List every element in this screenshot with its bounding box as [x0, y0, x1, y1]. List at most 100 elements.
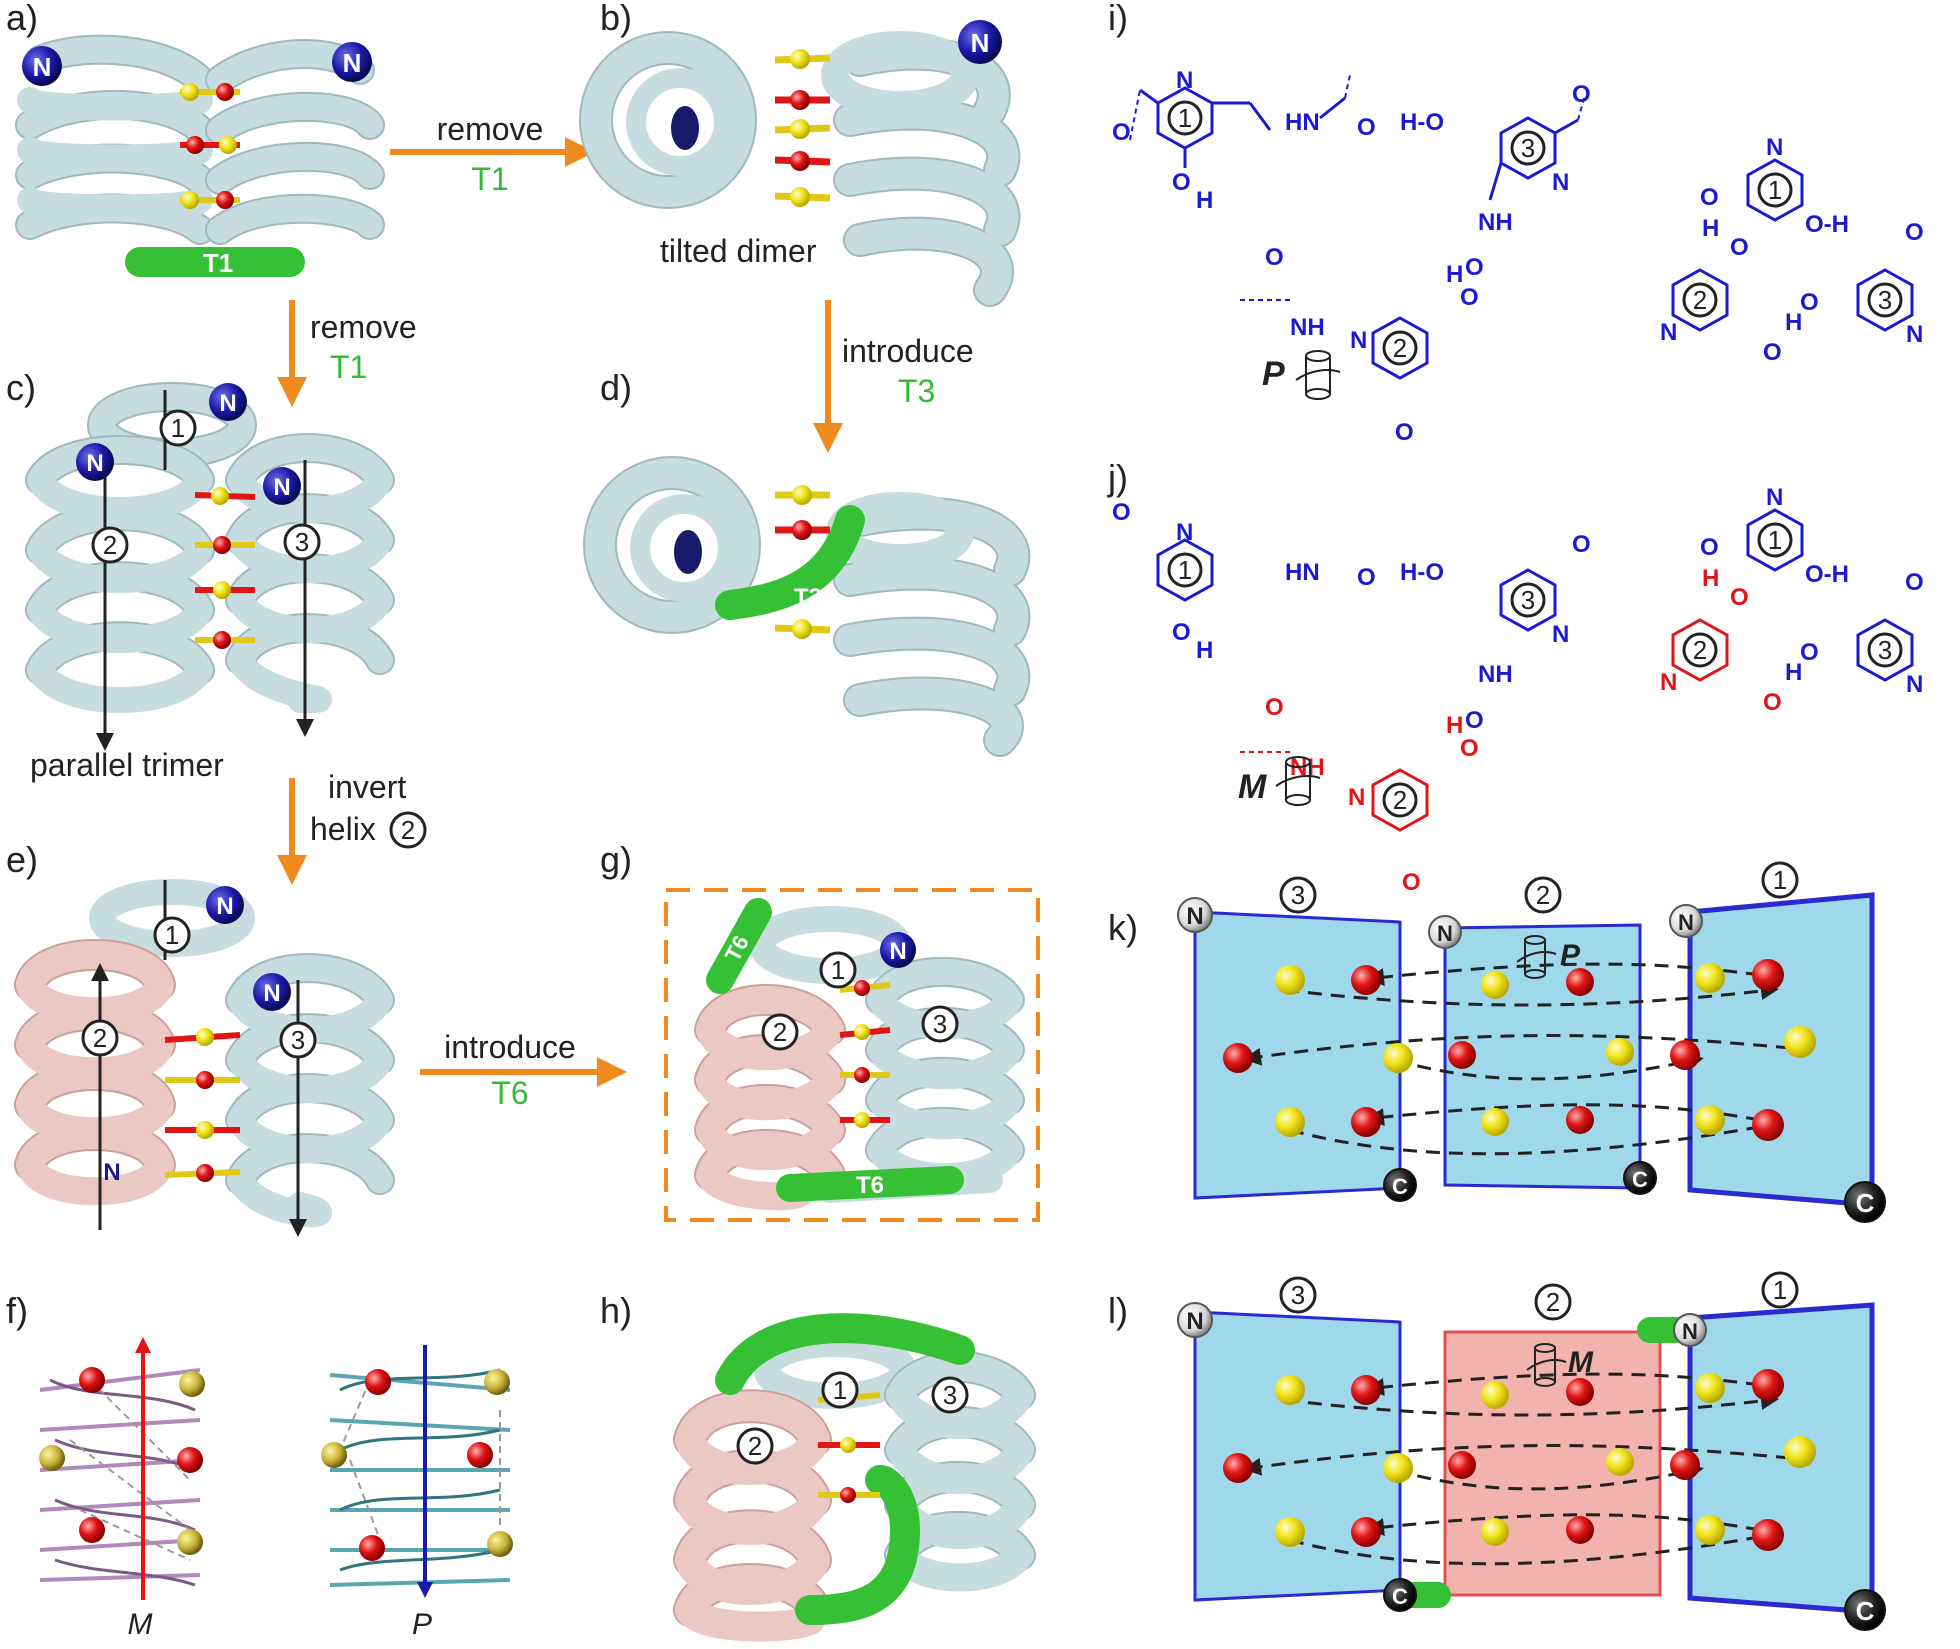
n-terminus-c-2 — [76, 443, 114, 481]
n-terminus-e-3-label: N — [263, 980, 280, 1007]
tricycle-i-3-ester-o: O — [1905, 219, 1924, 246]
ring-i-2-oh-o: O — [1460, 284, 1479, 311]
handedness-k: P — [1560, 939, 1581, 972]
helix-g-2-pink — [694, 984, 846, 1211]
tricycle-j-2-n: N — [1660, 669, 1677, 696]
ring-i-3: 3 H-O N O NH O — [1400, 81, 1591, 281]
plane-l-2-number — [1534, 1283, 1572, 1321]
n-terminus-k-1 — [1669, 904, 1703, 938]
panel-d-t3-dimer: T3 — [583, 456, 1031, 757]
tricycle-j: 1 N O-H O 2 N O H O 3 O H N O — [1660, 484, 1924, 716]
helix-c-2 — [25, 435, 215, 713]
n-terminus-k-1-label: N — [1678, 910, 1694, 935]
c-terminus-k-1 — [1844, 1181, 1886, 1223]
panel-c-parallel-trimer: N N N 1 2 3 parallel trimer — [25, 382, 395, 783]
helix-number-e-2-text: 2 — [93, 1023, 107, 1053]
plane-k-3-number — [1279, 876, 1317, 914]
helix-b-left-ring — [579, 31, 757, 209]
panel-g-t6-trimer: T6 T6 N 1 2 3 — [664, 888, 1040, 1222]
cylinder-icon-k — [1516, 935, 1557, 979]
hbond-c — [194, 487, 256, 649]
tricycle-i-1-oh: O-H — [1805, 211, 1849, 238]
c-terminus-k-3 — [1383, 1168, 1417, 1202]
panel-label-c: c) — [6, 367, 36, 408]
n-terminus-a-right — [332, 42, 372, 82]
helix-number-h-1-text: 1 — [833, 1375, 847, 1405]
handedness-f-m: M — [128, 1608, 153, 1641]
ring-i-1-n: N — [1176, 67, 1193, 94]
tricycle-i-1-o: O — [1700, 184, 1719, 211]
n-terminus-l-1-label: N — [1682, 1319, 1698, 1344]
n-terminus-b — [958, 20, 1002, 64]
ring-i-3-o: O — [1572, 81, 1591, 108]
tricycle-i-1-n: N — [1766, 134, 1783, 161]
loop-t3-d — [715, 505, 865, 620]
helix-number-h-2 — [736, 1427, 774, 1465]
n-terminus-a-left — [22, 46, 62, 86]
n-terminus-l-3 — [1177, 1302, 1213, 1338]
helix-number-g-2-text: 2 — [773, 1017, 787, 1047]
n-terminus-l-1 — [1673, 1313, 1707, 1347]
c-terminus-k-2-label: C — [1632, 1167, 1648, 1192]
ring-i-2-nh: NH — [1290, 314, 1325, 341]
helix-g-3 — [865, 956, 1025, 1190]
hbond-d — [774, 485, 831, 639]
helix-number-c-2-text: 2 — [103, 530, 117, 560]
step-ce-helix-number — [389, 811, 427, 849]
tricycle-j-3-ester-o: O — [1905, 569, 1924, 596]
n-terminus-c-3-label: N — [273, 474, 290, 501]
ring-i-2-n: N — [1350, 327, 1367, 354]
tricycle-j-3-n: N — [1906, 671, 1923, 698]
panel-a-dimer: T1 N N — [15, 34, 385, 278]
caption-tilted-dimer: tilted dimer — [660, 233, 817, 269]
c-terminus-l-1 — [1844, 1589, 1886, 1631]
plane-l-1-number — [1761, 1271, 1799, 1309]
handedness-i: P — [1262, 355, 1285, 393]
helix-number-c-3 — [283, 523, 321, 561]
panel-h-folded-trimer: 1 2 3 — [673, 1313, 1036, 1642]
step-ce-verb: invert — [328, 769, 406, 805]
n-terminus-k-3 — [1177, 897, 1213, 933]
c-terminus-l-3-label: C — [1392, 1584, 1408, 1609]
cylinder-icon-i — [1295, 350, 1341, 400]
ring-i-1-number: 1 — [1178, 103, 1192, 133]
panel-label-j: j) — [1107, 457, 1128, 498]
plane-k-2-number-text: 2 — [1536, 880, 1550, 910]
ring-j-1-hn: HN — [1285, 559, 1320, 586]
ring-j-3-nh: NH — [1478, 661, 1513, 688]
ring-i-2: 2 N O H NH O O — [1240, 244, 1479, 446]
step-bd-verb: introduce — [842, 333, 974, 369]
plane-l-3-number — [1279, 1276, 1317, 1314]
helix-d-left-ring — [583, 456, 761, 634]
panel-label-f: f) — [6, 1290, 28, 1331]
ring-j-2-n: N — [1348, 784, 1365, 811]
helix-number-e-1-text: 1 — [165, 920, 179, 950]
n-terminus-g — [880, 932, 916, 968]
panel-label-g: g) — [600, 839, 632, 880]
ring-j-3-n: N — [1552, 621, 1569, 648]
n-terminus-a-left-label: N — [33, 52, 52, 82]
loop-t6-g-bottom — [776, 1166, 964, 1202]
ring-i-3-amide-o: O — [1465, 254, 1484, 281]
step-eg-verb: introduce — [444, 1029, 576, 1065]
plane-l-3-number-text: 3 — [1291, 1280, 1305, 1310]
ring-j-2-oh-o: O — [1460, 735, 1479, 762]
step-ce-noun: helix — [310, 811, 376, 847]
ring-j-3-amide-o: O — [1465, 707, 1484, 734]
structure-f-p: P — [321, 1345, 513, 1641]
loop-t6-h-bottom — [795, 1465, 921, 1625]
helix-number-h-3-text: 3 — [943, 1380, 957, 1410]
helix-a-right — [205, 39, 385, 245]
loop-t1-a-label: T1 — [203, 248, 233, 278]
panel-k-schematic: 3 2 1 N N N C C C P — [1177, 861, 1886, 1223]
hbond-network-l — [1223, 1369, 1816, 1566]
n-terminus-g-label: N — [889, 938, 906, 965]
n-terminus-e-1 — [206, 886, 244, 924]
panel-label-b: b) — [600, 0, 632, 38]
helix-number-e-3-text: 3 — [291, 1025, 305, 1055]
step-bd-loop: T3 — [898, 373, 935, 409]
step-invert-helix-2: invert helix 2 — [277, 769, 427, 885]
ring-i-3-nh: NH — [1478, 209, 1513, 236]
tricycle-j-2-o: O — [1730, 584, 1749, 611]
